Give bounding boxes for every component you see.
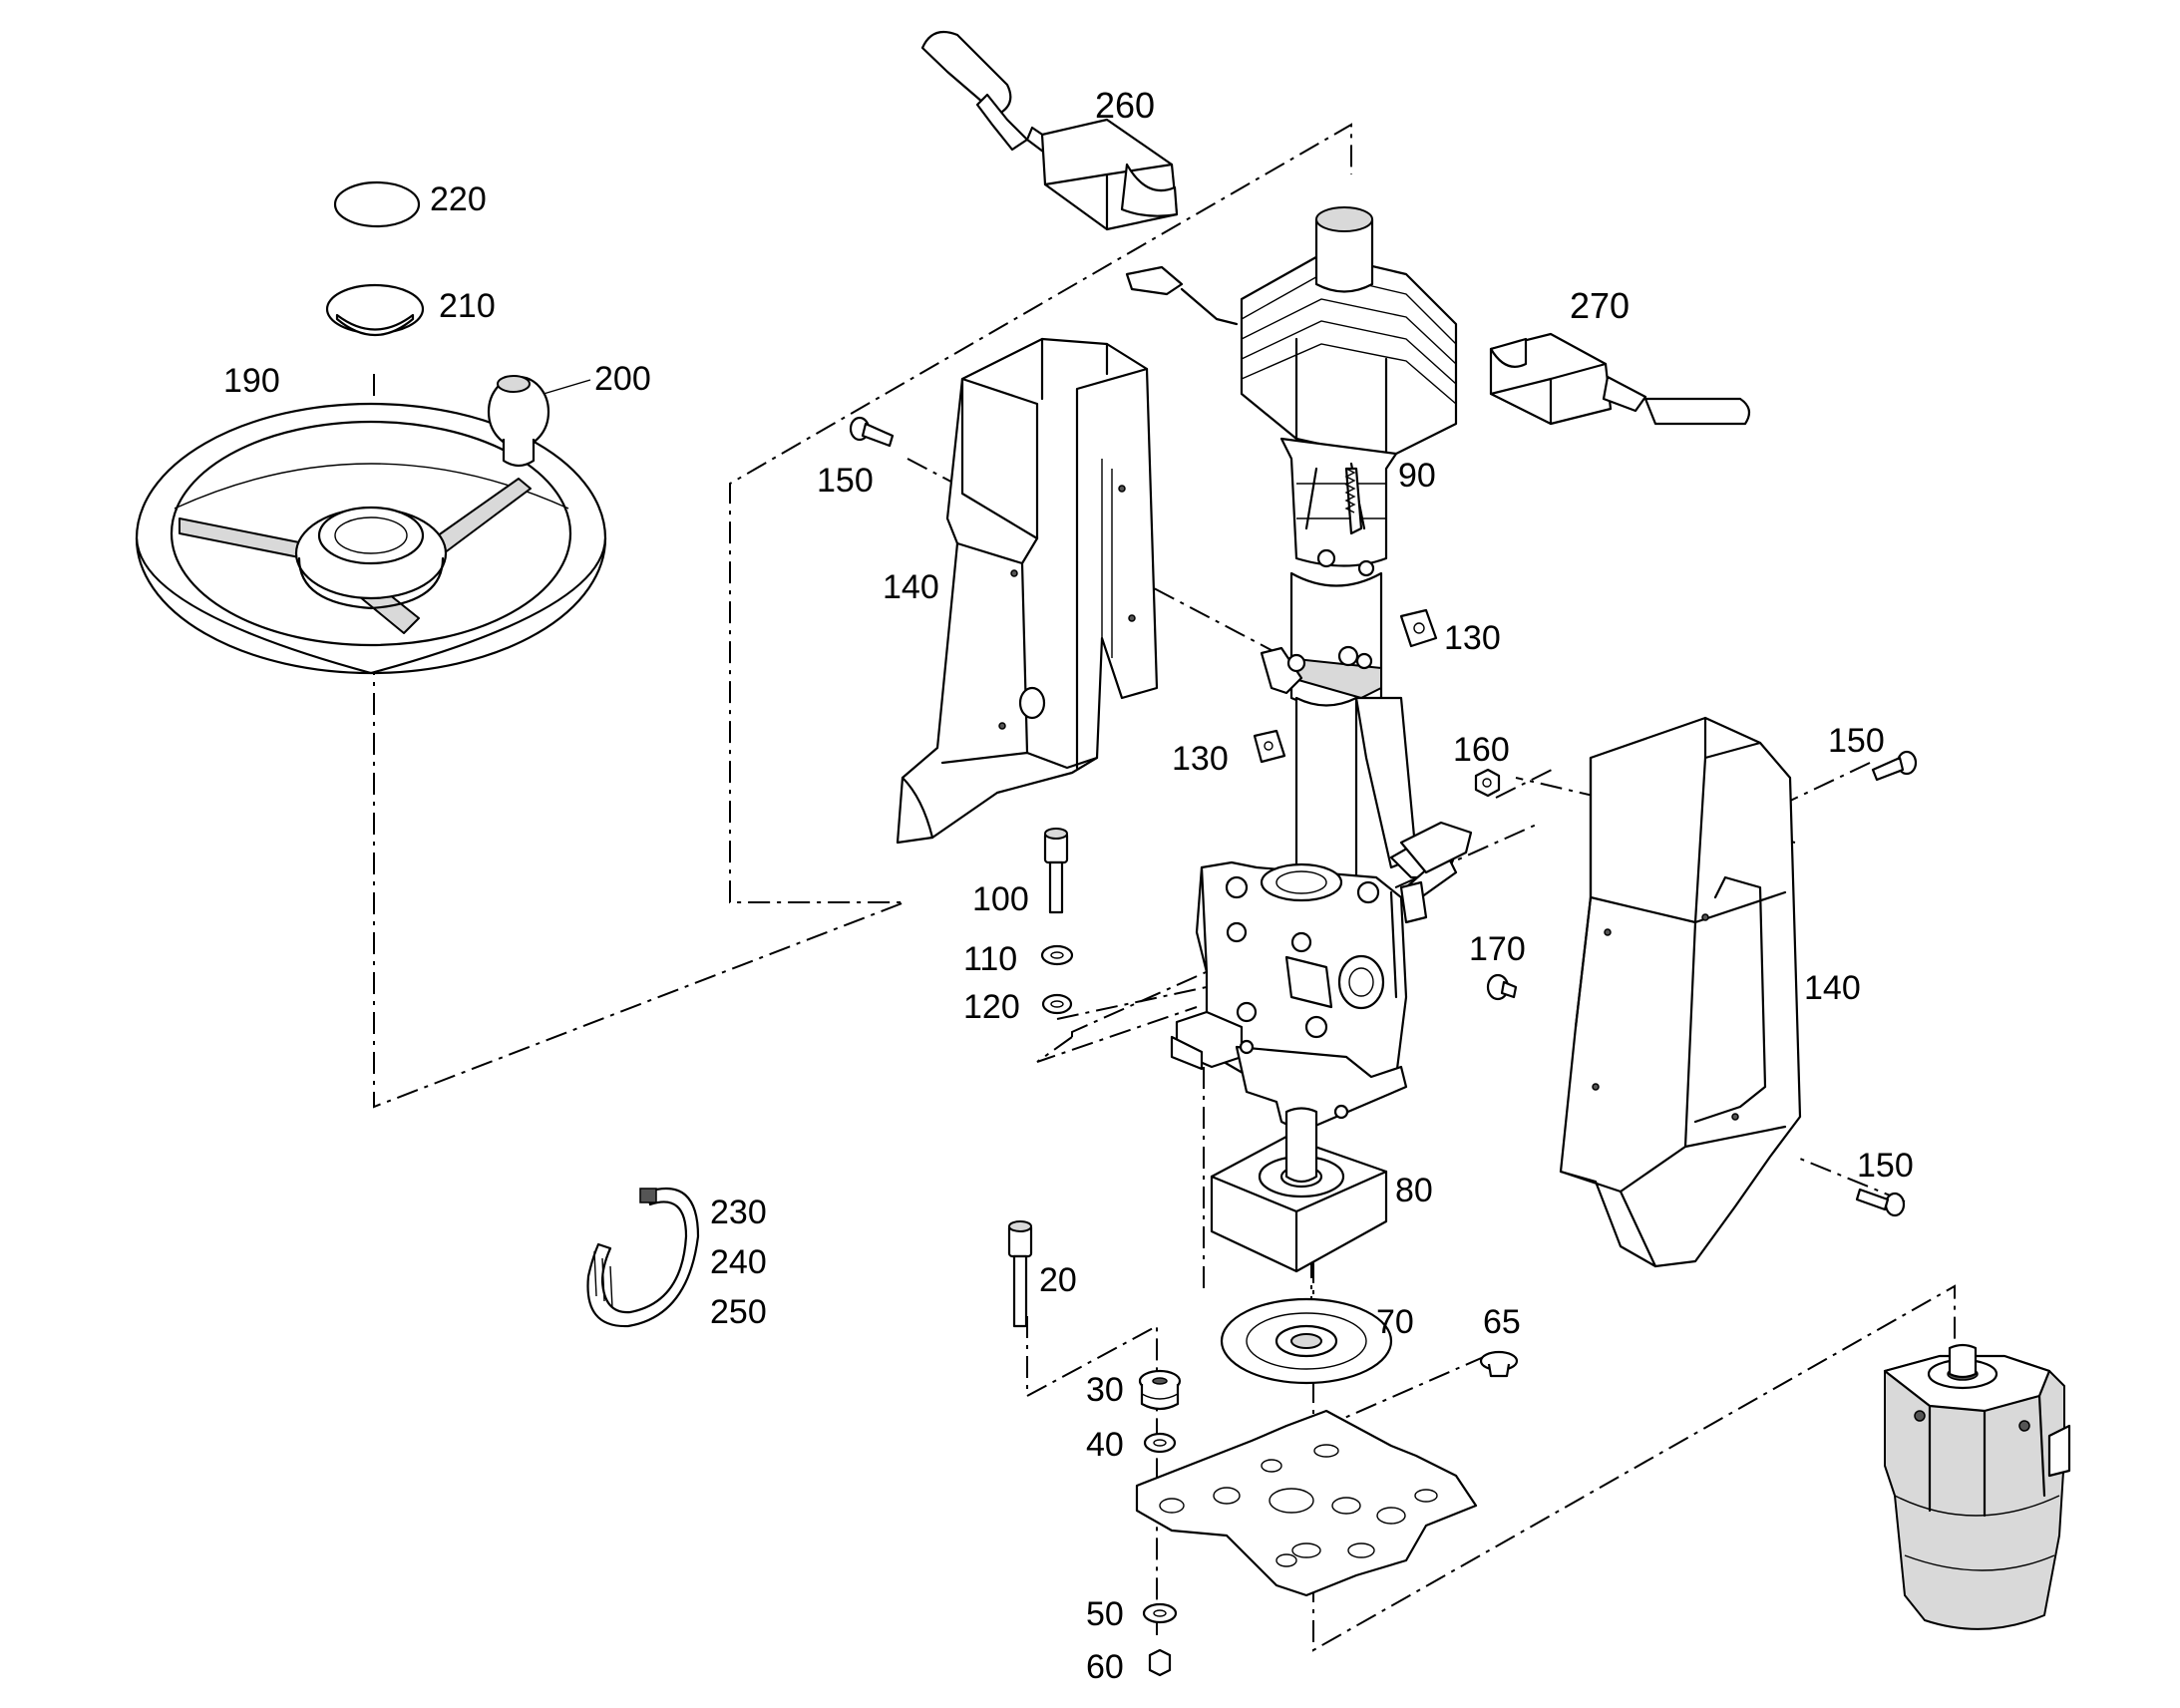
label-250: 250 <box>710 1293 767 1331</box>
part-labels: 220 210 190 200 150 140 260 270 90 130 1… <box>223 85 1914 1686</box>
label-140-left: 140 <box>883 568 939 606</box>
part-210-cap <box>325 283 425 337</box>
label-30: 30 <box>1086 1371 1124 1409</box>
mounting-plate <box>1135 1409 1478 1597</box>
part-160-nut <box>1474 768 1501 798</box>
part-40-washer <box>1143 1432 1177 1454</box>
label-220: 220 <box>430 180 487 218</box>
label-65: 65 <box>1483 1303 1521 1341</box>
part-120-washer <box>1041 993 1073 1015</box>
leader-lines <box>543 379 591 395</box>
part-60-nut <box>1148 1648 1172 1677</box>
label-140-right: 140 <box>1804 969 1861 1007</box>
label-80: 80 <box>1395 1172 1433 1209</box>
part-90-steering-column <box>1125 206 1473 1134</box>
part-20-bolt <box>1007 1220 1033 1328</box>
label-170: 170 <box>1469 930 1526 968</box>
part-65-plug <box>1479 1350 1519 1378</box>
label-190: 190 <box>223 362 280 400</box>
part-150-screw-upper-right <box>1871 750 1918 782</box>
part-220-oring <box>333 180 421 228</box>
steering-unit <box>1883 1343 2071 1630</box>
part-100-bolt <box>1043 828 1069 914</box>
part-270-lever-switch <box>1489 332 1751 426</box>
label-90: 90 <box>1398 457 1436 495</box>
part-130-clip-upper <box>1399 608 1438 648</box>
part-150-screw-upper-left <box>849 416 895 448</box>
label-40: 40 <box>1086 1426 1124 1464</box>
label-150-upper-left: 150 <box>817 462 874 500</box>
label-50: 50 <box>1086 1595 1124 1633</box>
label-160: 160 <box>1453 731 1510 769</box>
label-260: 260 <box>1095 85 1155 126</box>
label-110: 110 <box>963 940 1017 978</box>
part-140-cover-left <box>896 337 1159 845</box>
label-150-lower-right: 150 <box>1857 1147 1914 1185</box>
label-230: 230 <box>710 1194 767 1231</box>
part-80-adapter-block <box>1210 1107 1388 1273</box>
label-100: 100 <box>972 880 1029 918</box>
label-60: 60 <box>1086 1648 1124 1686</box>
label-240: 240 <box>710 1243 767 1281</box>
label-200: 200 <box>594 360 651 398</box>
label-210: 210 <box>439 287 496 325</box>
part-200-spinner-knob <box>487 375 550 468</box>
part-140-cover-right <box>1559 716 1802 1268</box>
label-270: 270 <box>1570 285 1630 326</box>
part-230-clamp-band <box>586 1187 700 1328</box>
label-20: 20 <box>1039 1261 1077 1299</box>
part-150-screw-lower-right <box>1855 1188 1906 1217</box>
part-260-lever-switch <box>920 30 1179 231</box>
label-130-lower: 130 <box>1172 740 1229 778</box>
part-170-screw <box>1486 973 1518 1001</box>
part-110-washer <box>1040 944 1074 966</box>
part-30-rubber-bushing <box>1138 1369 1182 1411</box>
part-190-steering-wheel <box>135 402 607 675</box>
part-130-clip-lower <box>1253 729 1286 764</box>
label-120: 120 <box>963 988 1020 1026</box>
label-150-upper-right: 150 <box>1828 722 1885 760</box>
label-70: 70 <box>1376 1303 1414 1341</box>
part-50-washer <box>1142 1602 1178 1624</box>
label-130-upper: 130 <box>1444 619 1501 657</box>
part-70-dust-cover <box>1220 1297 1393 1385</box>
